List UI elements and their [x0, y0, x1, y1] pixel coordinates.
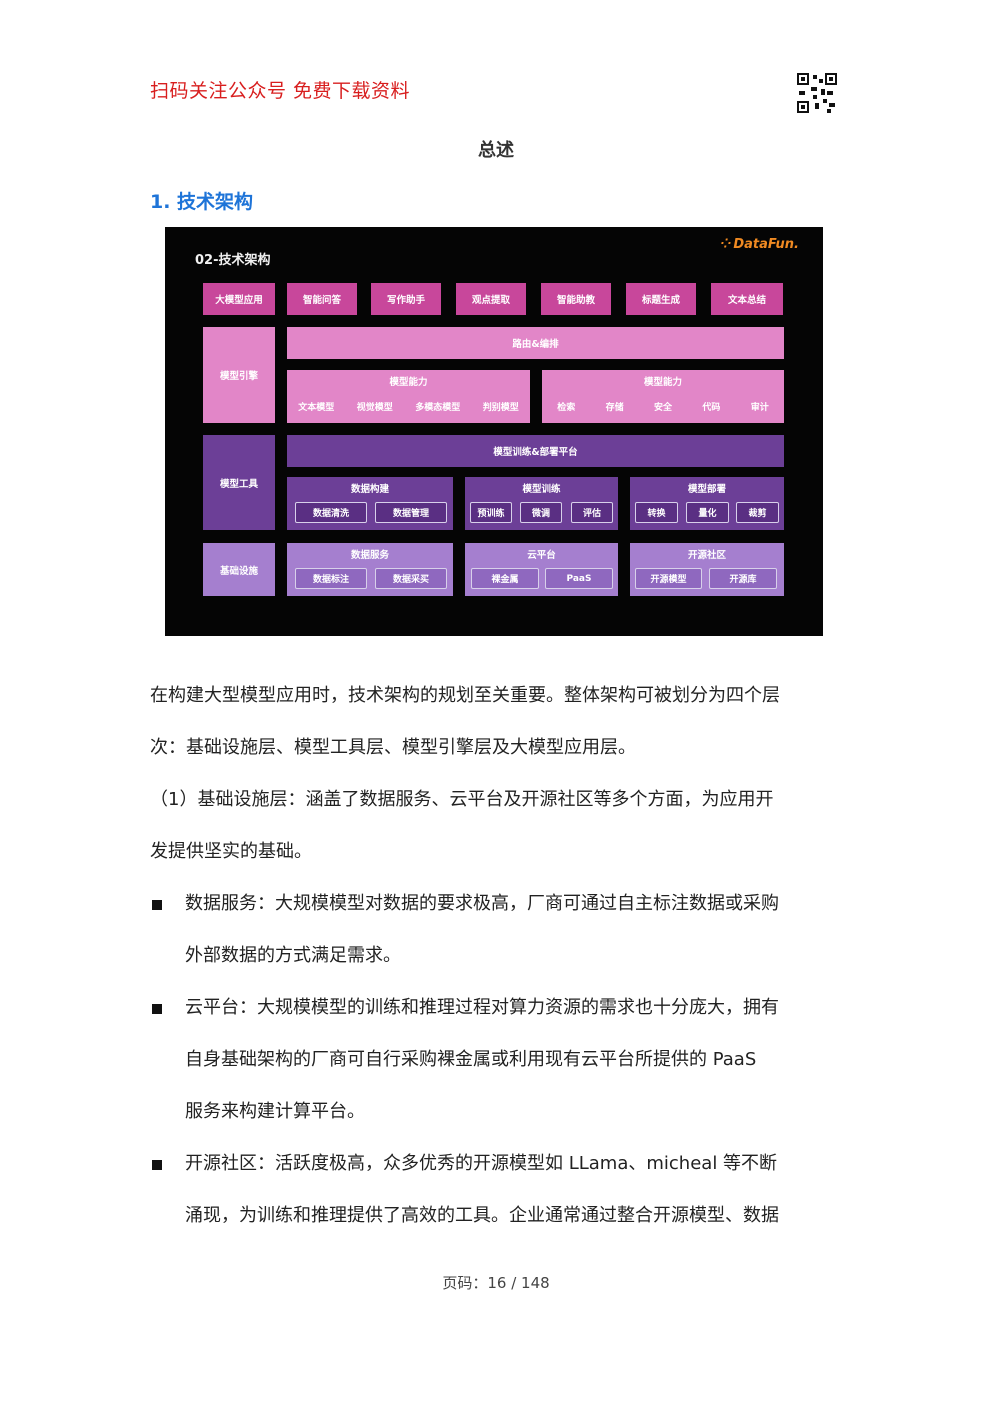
infra-group-opensource: 开源社区 开源模型 开源库	[630, 543, 784, 596]
capability-item: 视觉模型	[356, 403, 393, 413]
slide-title: 02-技术架构	[195, 253, 271, 268]
group-title: 数据构建	[350, 484, 389, 495]
page-heading: 总述	[478, 140, 514, 161]
tool-chip: 微调	[520, 502, 562, 523]
app-item: 观点提取	[456, 283, 526, 315]
layer-label-tools: 模型工具	[203, 435, 275, 530]
platform-bar: 模型训练&部署平台	[287, 435, 784, 467]
bullet-line: 自身基础架构的厂商可自行采购裸金属或利用现有云平台所提供的 PaaS	[185, 1049, 757, 1070]
tool-chip: 评估	[571, 502, 613, 523]
bullet-line: 数据服务：大规模模型对数据的要求极高，厂商可通过自主标注数据或采购	[185, 893, 779, 914]
infra-chip: 裸金属	[471, 568, 539, 589]
bullet-line: 涌现，为训练和推理提供了高效的工具。企业通常通过整合开源模型、数据	[185, 1205, 779, 1226]
paragraph-line: 发提供坚实的基础。	[150, 841, 312, 862]
page-number: 页码：16 / 148	[442, 1274, 550, 1292]
layer-label-infra: 基础设施	[203, 543, 275, 596]
tool-chip: 数据管理	[375, 502, 447, 523]
bullet-square-icon	[152, 900, 162, 910]
section-title: 1. 技术架构	[150, 191, 254, 213]
infra-chip: 开源库	[709, 568, 777, 589]
qr-code-icon	[797, 73, 837, 113]
tools-group-deploy: 模型部署 转换 量化 裁剪	[630, 477, 784, 530]
paragraph-line: 在构建大型模型应用时，技术架构的规划至关重要。整体架构可被划分为四个层	[150, 685, 780, 706]
group-title: 模型部署	[687, 484, 726, 495]
bullet-line: 开源社区：活跃度极高，众多优秀的开源模型如 LLama、micheal 等不断	[185, 1153, 778, 1174]
tool-chip: 转换	[635, 502, 678, 523]
infra-chip: 数据采买	[375, 568, 447, 589]
group-title: 模型能力	[389, 377, 428, 388]
architecture-diagram: 02-技术架构 ⁘DataFun. 大模型应用 智能问答 写作助手 观点提取 智…	[165, 227, 823, 636]
capability-item: 多模态模型	[415, 403, 461, 413]
infra-group-data: 数据服务 数据标注 数据采买	[287, 543, 453, 596]
capability-item: 审计	[750, 403, 769, 413]
paragraph-line: （1）基础设施层：涵盖了数据服务、云平台及开源社区等多个方面，为应用开	[150, 789, 774, 810]
promo-banner: 扫码关注公众号 免费下载资料	[150, 80, 411, 102]
paragraph-line: 次：基础设施层、模型工具层、模型引擎层及大模型应用层。	[150, 737, 636, 758]
tool-chip: 量化	[686, 502, 729, 523]
capability-item: 检索	[557, 403, 576, 413]
infra-chip: 数据标注	[295, 568, 367, 589]
capability-item: 代码	[702, 403, 721, 413]
brand-logo: ⁘DataFun.	[720, 237, 799, 252]
group-title: 模型能力	[643, 377, 682, 388]
capability-item: 判别模型	[482, 403, 519, 413]
infra-group-cloud: 云平台 裸金属 PaaS	[465, 543, 618, 596]
capability-item: 存储	[605, 403, 624, 413]
capability-item: 安全	[653, 403, 672, 413]
brand-dots-icon: ⁘	[720, 237, 732, 252]
app-item: 智能问答	[287, 283, 357, 315]
bullet-square-icon	[152, 1004, 162, 1014]
capability-group-right: 模型能力 检索 存储 安全 代码 审计	[542, 370, 784, 423]
infra-chip: PaaS	[545, 568, 613, 589]
layer-label-app: 大模型应用	[203, 283, 275, 315]
capability-group-left: 模型能力 文本模型 视觉模型 多模态模型 判别模型	[287, 370, 530, 423]
group-title: 云平台	[527, 550, 556, 561]
tools-group-training: 模型训练 预训练 微调 评估	[465, 477, 618, 530]
layer-label-engine: 模型引擎	[203, 327, 275, 423]
tools-group-data: 数据构建 数据清洗 数据管理	[287, 477, 453, 530]
app-item: 文本总结	[711, 283, 783, 315]
app-item: 智能助教	[541, 283, 611, 315]
group-title: 模型训练	[522, 484, 561, 495]
bullet-line: 服务来构建计算平台。	[185, 1101, 365, 1122]
bullet-line: 外部数据的方式满足需求。	[185, 945, 401, 966]
group-title: 开源社区	[687, 550, 726, 561]
routing-bar: 路由&编排	[287, 327, 784, 359]
app-item: 标题生成	[626, 283, 696, 315]
bullet-square-icon	[152, 1160, 162, 1170]
tool-chip: 数据清洗	[295, 502, 367, 523]
group-title: 数据服务	[350, 550, 389, 561]
tool-chip: 预训练	[470, 502, 512, 523]
app-item: 写作助手	[371, 283, 441, 315]
infra-chip: 开源模型	[635, 568, 702, 589]
capability-item: 文本模型	[298, 403, 335, 413]
bullet-line: 云平台：大规模模型的训练和推理过程对算力资源的需求也十分庞大，拥有	[185, 997, 779, 1018]
tool-chip: 裁剪	[736, 502, 779, 523]
